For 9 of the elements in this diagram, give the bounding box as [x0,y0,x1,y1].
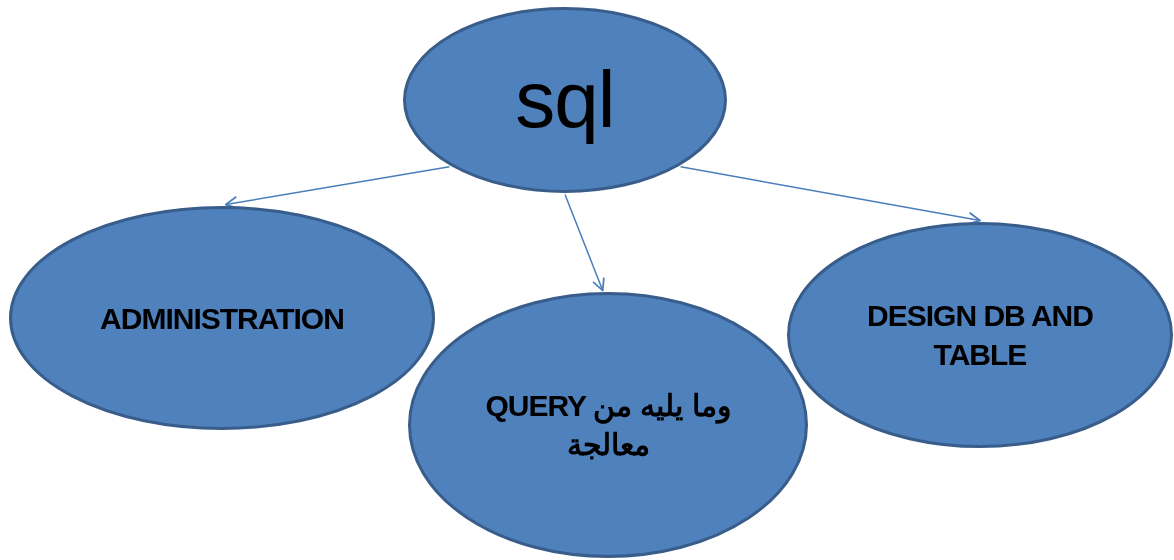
node-label: ADMINISTRATION [100,300,344,337]
node-label: DESIGN DB AND TABLE [866,298,1094,373]
ellipse-node [408,292,808,558]
node-label: QUERY وما يليه من معالجة [484,388,732,463]
ellipse-node [9,206,435,430]
arrow [564,193,605,292]
ellipse-node [403,7,727,193]
node-label: sql [515,54,615,146]
ellipse-node [787,222,1173,448]
